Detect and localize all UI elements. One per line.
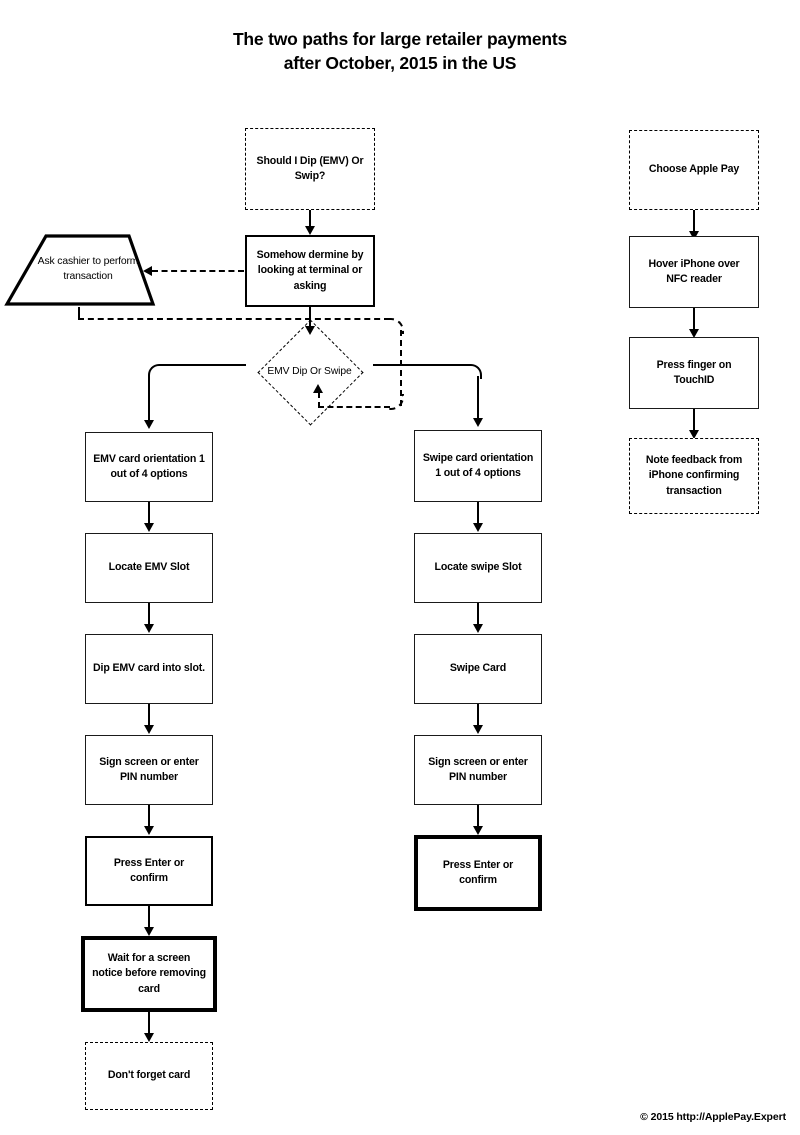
node-ask-cashier-label: Ask cashier to perform transaction	[37, 256, 139, 282]
node-note-feedback[interactable]: Note feedback from iPhone confirming tra…	[629, 438, 759, 514]
edge-press-to-wait-line	[148, 906, 150, 934]
node-emv-card-orientation-label: EMV card orientation 1 out of 4 options	[93, 452, 205, 480]
edge-determine-to-cashier-arrow	[143, 266, 152, 276]
edge-sign-to-press-emv-arrow	[144, 826, 154, 835]
edge-loop-into-diamond-arrow	[313, 384, 323, 393]
node-sign-screen-swipe[interactable]: Sign screen or enter PIN number	[414, 735, 542, 805]
node-hover-iphone[interactable]: Hover iPhone over NFC reader	[629, 236, 759, 308]
node-swipe-card[interactable]: Swipe Card	[414, 634, 542, 704]
edge-loop-bottom	[318, 406, 390, 408]
edge-loop-into-diamond	[318, 392, 320, 408]
edge-dip-to-determine-arrow	[305, 226, 315, 235]
node-choose-apple-pay-label: Choose Apple Pay	[648, 163, 740, 176]
branch-right-horizontal	[373, 364, 468, 366]
node-wait-for-screen-notice[interactable]: Wait for a screen notice before removing…	[81, 936, 217, 1012]
edge-loop-corner-top-right	[388, 318, 404, 334]
edge-cashier-loop-top	[78, 318, 390, 320]
edge-swipe-to-sign-arrow	[473, 725, 483, 734]
node-locate-emv-slot-label: Locate EMV Slot	[108, 561, 190, 574]
node-should-i-dip-label: Should I Dip (EMV) Or Swip?	[256, 154, 364, 182]
copyright-footer: © 2015 http://ApplePay.Expert	[640, 1111, 786, 1123]
node-dip-emv-card-label: Dip EMV card into slot.	[93, 662, 205, 675]
branch-left-vertical	[148, 376, 150, 422]
node-emv-card-orientation[interactable]: EMV card orientation 1 out of 4 options	[85, 432, 213, 502]
branch-right-corner	[467, 364, 482, 379]
branch-left-corner	[148, 364, 163, 379]
node-sign-screen-swipe-label: Sign screen or enter PIN number	[428, 755, 528, 783]
edge-touchid-to-note-arrow	[689, 430, 699, 439]
node-swipe-card-orientation[interactable]: Swipe card orientation 1 out of 4 option…	[414, 430, 542, 502]
edge-applepay-to-hover-line	[693, 210, 695, 238]
edge-locate-to-dip-line	[148, 603, 150, 631]
edge-touchid-to-note-line	[693, 409, 695, 437]
page-title: The two paths for large retailer payment…	[0, 28, 800, 75]
edge-dip-to-sign-line	[148, 704, 150, 732]
edge-dip-to-sign-arrow	[144, 725, 154, 734]
edge-swipe-to-sign-line	[477, 704, 479, 732]
node-emv-dip-or-swipe-label: EMV Dip Or Swipe	[267, 365, 352, 377]
title-line-2: after October, 2015 in the US	[283, 52, 517, 73]
edge-loop-corner-bottom-right	[388, 394, 404, 410]
edge-cashier-stub-line	[78, 307, 80, 319]
edge-swipeorient-to-locate-arrow	[473, 523, 483, 532]
node-locate-emv-slot[interactable]: Locate EMV Slot	[85, 533, 213, 603]
edge-emvorient-to-locate-arrow	[144, 523, 154, 532]
node-choose-apple-pay[interactable]: Choose Apple Pay	[629, 130, 759, 210]
edge-sign-to-press-emv-line	[148, 805, 150, 833]
node-press-enter-emv[interactable]: Press Enter or confirm	[85, 836, 213, 906]
edge-determine-to-diamond-arrow	[305, 326, 315, 335]
edge-loop-right-vertical	[400, 330, 402, 406]
edge-hover-to-touchid-line	[693, 308, 695, 336]
edge-locateswipe-to-swipe-arrow	[473, 624, 483, 633]
node-locate-swipe-slot-label: Locate swipe Slot	[434, 561, 522, 574]
node-swipe-card-label: Swipe Card	[449, 662, 507, 675]
edge-dip-to-determine-line	[309, 210, 311, 232]
branch-left-horizontal	[160, 364, 246, 366]
node-emv-dip-or-swipe[interactable]: EMV Dip Or Swipe	[237, 318, 382, 426]
edge-emvorient-to-locate-line	[148, 502, 150, 530]
node-wait-for-screen-notice-label: Wait for a screen notice before removing…	[92, 952, 206, 995]
branch-right-vertical	[477, 376, 479, 420]
node-ask-cashier[interactable]: Ask cashier to perform transaction	[4, 233, 156, 307]
edge-swipeorient-to-locate-line	[477, 502, 479, 530]
node-locate-swipe-slot[interactable]: Locate swipe Slot	[414, 533, 542, 603]
node-sign-screen-emv-label: Sign screen or enter PIN number	[99, 755, 199, 783]
edge-sign-to-press-swipe-line	[477, 805, 479, 833]
edge-sign-to-press-swipe-arrow	[473, 826, 483, 835]
trapezoid-shape	[4, 234, 156, 306]
node-dip-emv-card[interactable]: Dip EMV card into slot.	[85, 634, 213, 704]
node-dont-forget-card-label: Don't forget card	[107, 1069, 191, 1082]
node-press-finger-touchid[interactable]: Press finger on TouchID	[629, 337, 759, 409]
edge-locateswipe-to-swipe-line	[477, 603, 479, 631]
node-note-feedback-label: Note feedback from iPhone confirming tra…	[645, 454, 743, 497]
node-somehow-determine-label: Somehow dermine by looking at terminal o…	[256, 249, 364, 292]
branch-right-arrow	[473, 418, 483, 427]
node-press-enter-swipe-label: Press Enter or confirm	[442, 858, 514, 886]
edge-wait-to-dontforget-line	[148, 1012, 150, 1040]
edge-wait-to-dontforget-arrow	[144, 1033, 154, 1042]
title-line-1: The two paths for large retailer payment…	[232, 29, 568, 49]
edge-press-to-wait-arrow	[144, 927, 154, 936]
node-press-enter-swipe[interactable]: Press Enter or confirm	[414, 835, 542, 911]
branch-left-arrow	[144, 420, 154, 429]
edge-locate-to-dip-arrow	[144, 624, 154, 633]
node-press-enter-emv-label: Press Enter or confirm	[113, 856, 185, 884]
node-swipe-card-orientation-label: Swipe card orientation 1 out of 4 option…	[422, 451, 534, 479]
node-press-finger-touchid-label: Press finger on TouchID	[656, 358, 732, 386]
edge-hover-to-touchid-arrow	[689, 329, 699, 338]
node-hover-iphone-label: Hover iPhone over NFC reader	[648, 257, 740, 285]
node-somehow-determine[interactable]: Somehow dermine by looking at terminal o…	[245, 235, 375, 307]
edge-determine-to-cashier-line	[152, 270, 244, 272]
node-should-i-dip[interactable]: Should I Dip (EMV) Or Swip?	[245, 128, 375, 210]
node-sign-screen-emv[interactable]: Sign screen or enter PIN number	[85, 735, 213, 805]
edge-applepay-to-hover-arrow	[689, 231, 699, 240]
node-dont-forget-card[interactable]: Don't forget card	[85, 1042, 213, 1110]
